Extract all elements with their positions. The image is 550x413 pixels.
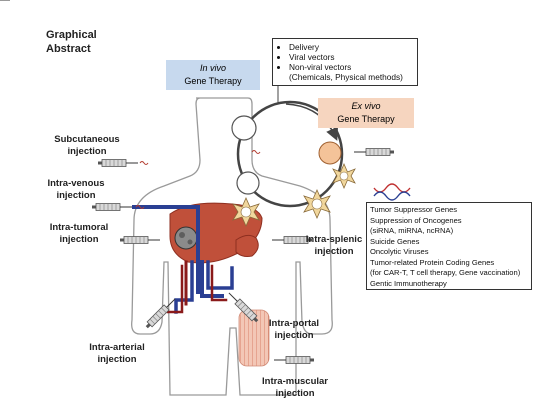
star-cell-icon [232, 197, 260, 227]
spleen-organ [235, 234, 259, 257]
cycle-ring [236, 100, 344, 208]
star-cell-icon [303, 189, 331, 219]
route-intramuscular-label: Intra-muscular injection [252, 376, 338, 400]
route-type: injection [314, 246, 354, 257]
syringe-icon-subcutaneous [96, 158, 140, 168]
ex-vivo-mode: Ex vivo [351, 101, 381, 111]
delivery-item: Non-viral vectors [289, 62, 413, 72]
graphical-abstract-title: Graphical Abstract [46, 28, 97, 56]
route-subcutaneous-label: Subcutaneous injection [44, 134, 130, 158]
in-vivo-label-box: In vivo Gene Therapy [166, 60, 260, 90]
dna-marks [135, 150, 261, 209]
syringe-icon [0, 0, 10, 1]
route-type: injection [274, 330, 314, 341]
cell-top [231, 115, 257, 141]
delivery-item: Viral vectors [289, 52, 413, 62]
route-type: injection [275, 388, 315, 399]
gene-list-item: Oncolytic Viruses [370, 247, 429, 256]
cycle-arrow [285, 103, 339, 141]
route-name: Intra-portal [268, 318, 320, 329]
route-intravenous-label: Intra-venous injection [40, 178, 112, 202]
star-cell-icon [332, 163, 356, 189]
route-type: injection [67, 146, 107, 157]
route-intratumoral-label: Intra-tumoral injection [40, 222, 118, 246]
delivery-note: (Chemicals, Physical methods) [289, 72, 403, 82]
gene-list-item: Suppression of Oncogenes [370, 215, 462, 225]
gene-list-item: Tumor Suppressor Genes [370, 205, 458, 214]
route-intrasplenic-label: Intra-splenic injection [296, 234, 372, 258]
route-type: injection [56, 190, 96, 201]
route-name: Subcutaneous [54, 134, 120, 145]
title-line-2: Abstract [46, 43, 91, 55]
cell-modified [318, 141, 342, 165]
gene-list-item: (for CAR-T, T cell therapy, Gene vaccina… [370, 268, 521, 277]
route-intraportal-label: Intra-portal injection [258, 318, 330, 342]
syringe-icon-intravenous [90, 202, 134, 212]
ex-vivo-gene-therapy: Gene Therapy [337, 114, 395, 124]
ex-vivo-label-box: Ex vivo Gene Therapy [318, 98, 414, 128]
tumor-spot [179, 232, 185, 238]
delivery-list: Delivery Viral vectors Non-viral vectors [277, 42, 413, 72]
route-intraarterial-label: Intra-arterial injection [78, 342, 156, 366]
gene-list-item: Tumor-related Protein Coding Genes [370, 257, 495, 267]
title-line-1: Graphical [46, 29, 97, 41]
route-type: injection [97, 354, 137, 365]
route-name: Intra-muscular [262, 376, 328, 387]
thigh-muscle [238, 309, 270, 367]
route-type: injection [59, 234, 99, 245]
gene-list-item: Suicide Genes [370, 236, 420, 246]
in-vivo-gene-therapy: Gene Therapy [184, 76, 242, 86]
cell-bottom [236, 171, 260, 195]
tumor-spot [187, 239, 193, 245]
delivery-item: Delivery [289, 42, 413, 52]
delivery-box: Delivery Viral vectors Non-viral vectors… [272, 38, 418, 86]
liver-tumor [174, 226, 198, 250]
route-name: Intra-tumoral [49, 222, 109, 233]
syringe-icon-exvivo [352, 147, 396, 157]
gene-list-item: Gentic Immunotherapy [370, 278, 447, 288]
in-vivo-mode: In vivo [199, 63, 226, 73]
gene-list-box: Tumor Suppressor Genes Suppression of On… [366, 202, 532, 290]
dna-helix-icon [373, 183, 411, 201]
gene-list-item: (siRNA, miRNA, ncRNA) [370, 226, 454, 235]
vessel-network [132, 205, 234, 314]
route-name: Intra-venous [47, 178, 105, 189]
route-name: Intra-splenic [305, 234, 363, 245]
route-name: Intra-arterial [89, 342, 145, 353]
